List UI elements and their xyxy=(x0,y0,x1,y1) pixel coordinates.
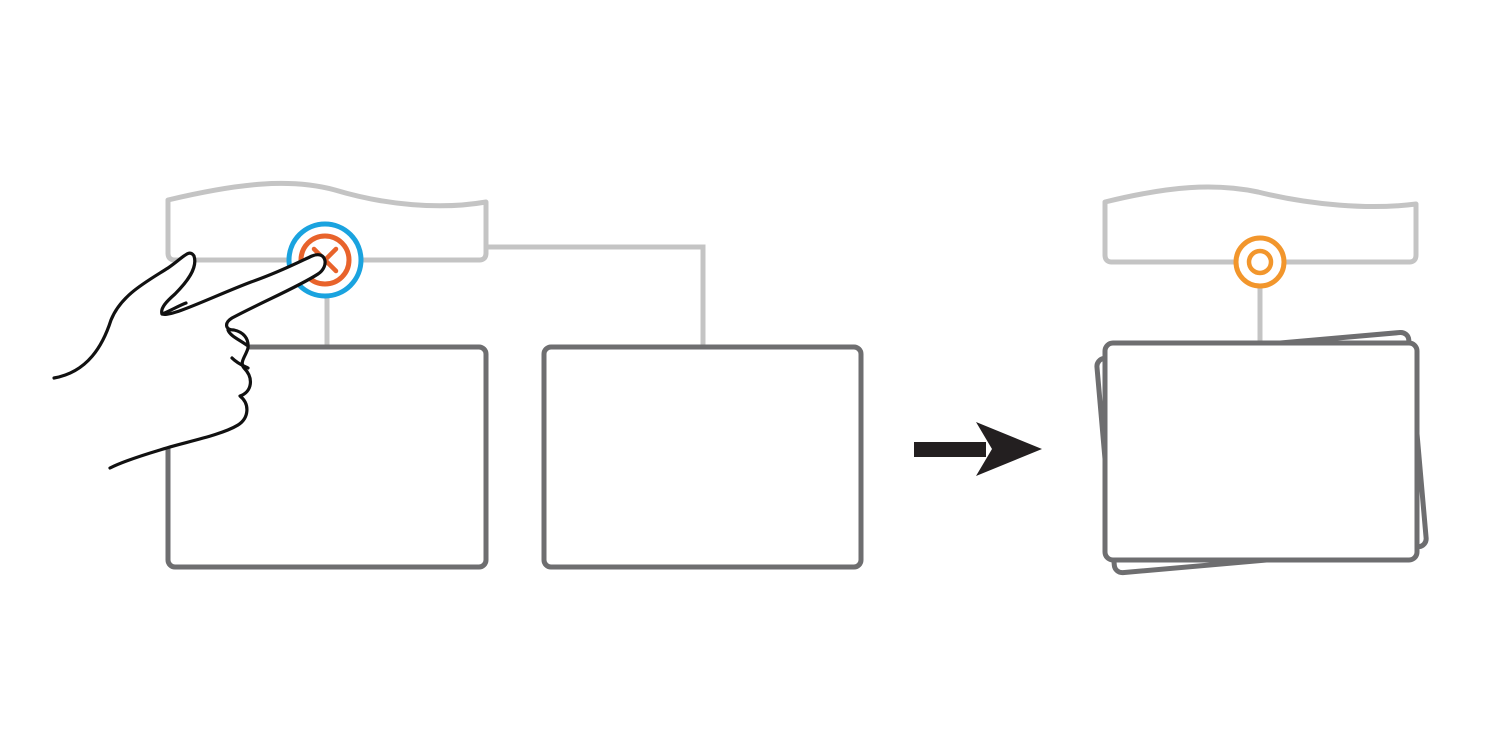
expand-button-circle xyxy=(1233,235,1287,289)
after-state xyxy=(1094,184,1429,576)
parent-node-collapsed[interactable] xyxy=(1102,184,1419,265)
pointing-hand-icon xyxy=(52,251,327,470)
parent-node[interactable] xyxy=(165,180,489,263)
before-state xyxy=(52,180,864,570)
right-arrow-icon xyxy=(914,422,1042,476)
ring-icon xyxy=(1246,248,1274,276)
connector-to-card-2 xyxy=(486,244,706,348)
collapsed-card-stack[interactable] xyxy=(1094,329,1429,576)
expand-button[interactable] xyxy=(1233,235,1287,289)
child-card-2[interactable] xyxy=(541,344,864,570)
child-card-1[interactable] xyxy=(165,344,489,570)
stack-front-card xyxy=(1102,340,1420,563)
